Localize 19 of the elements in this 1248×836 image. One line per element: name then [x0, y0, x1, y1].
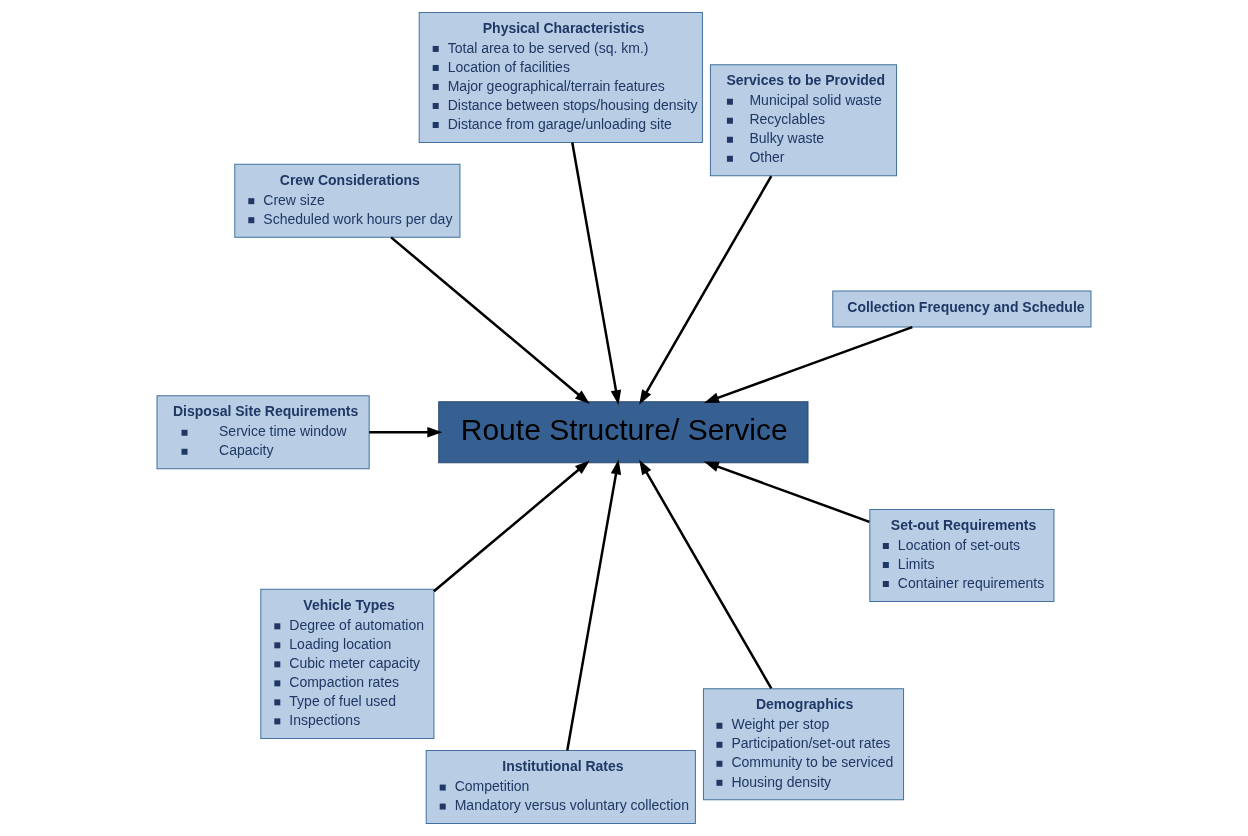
node-box: Vehicle Types Degree of automation Loading location Cubic meter capacity Compaction rates Type of fuel used Inspections: [260, 588, 435, 739]
node-box: Physical Characteristics Total area to be served (sq. km.) Location of facilities Major geographical/terrain features Distance between stops/housing density Distance from garage/unloading site: [418, 11, 703, 143]
node-box: Set-out Requirements Location of set-outs Limits Container requirements: [869, 508, 1055, 602]
arrow: [390, 236, 590, 405]
arrow: [369, 427, 443, 438]
arrow: [703, 325, 913, 403]
arrow: [639, 175, 773, 405]
arrow: [703, 461, 870, 523]
arrow: [571, 142, 622, 406]
node-box: Disposal Site Requirements Service time window Capacity: [156, 395, 370, 470]
node-box: Demographics Weight per stop Participation/set-out rates Community to be serviced Housing density: [702, 688, 905, 801]
arrow: [639, 459, 773, 690]
node-box: Institutional Rates Competition Mandatory versus voluntary collection: [425, 750, 696, 825]
node-box: Services to be Provided Municipal solid waste Recyclables Bulky waste Other: [709, 64, 898, 177]
node-box: Collection Frequency and Schedule: [832, 290, 1092, 328]
node-box: Crew Considerations Crew size Scheduled work hours per day: [234, 163, 461, 238]
arrow: [566, 459, 622, 751]
node-box: Route Structure/ Service: [438, 401, 809, 464]
arrow: [433, 460, 590, 593]
